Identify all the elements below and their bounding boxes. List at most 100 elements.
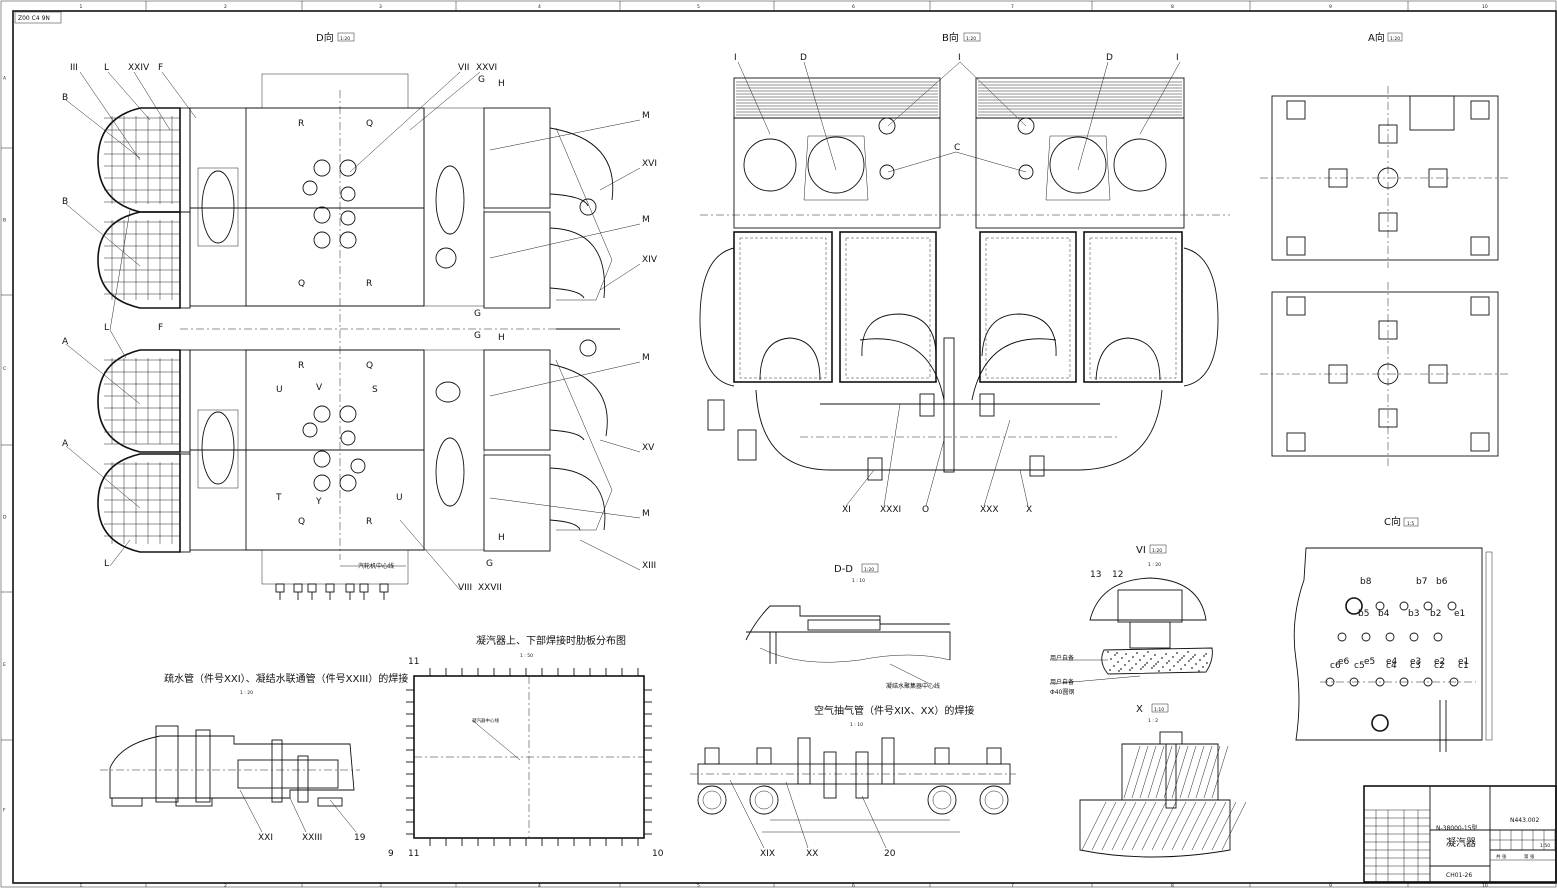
hole-tag: c6 bbox=[1330, 661, 1341, 671]
inner-border bbox=[12, 10, 1557, 884]
part-tag: G bbox=[478, 75, 485, 85]
part-tag: M bbox=[642, 353, 650, 363]
part-tag: A bbox=[62, 337, 69, 347]
col-number: 9 bbox=[1329, 4, 1332, 10]
a-view-title: A向 bbox=[1368, 31, 1385, 44]
air-pipes bbox=[697, 737, 1009, 815]
hole-tag: b2 bbox=[1430, 609, 1441, 619]
col-number: 8 bbox=[1171, 4, 1174, 10]
part-tag: G bbox=[474, 309, 481, 319]
hole-tag: e4 bbox=[1386, 657, 1398, 667]
part-tag: M bbox=[642, 509, 650, 519]
part-tag: R bbox=[298, 361, 304, 371]
hole-tag: e6 bbox=[1338, 657, 1350, 667]
x-title: X bbox=[1136, 704, 1143, 715]
upper-nozzles bbox=[302, 159, 357, 249]
concrete-stipple bbox=[1106, 650, 1209, 673]
part-tag: A bbox=[62, 439, 69, 449]
hole-tag: b6 bbox=[1436, 577, 1448, 587]
part-tag: R bbox=[366, 517, 372, 527]
part-tag: III bbox=[70, 63, 78, 73]
dd-section: D-D 1:20 1 : 10 凝结水聚集器中心线 bbox=[745, 563, 951, 690]
part-tag: 10 bbox=[652, 849, 664, 859]
col-number: 6 bbox=[852, 883, 855, 888]
hole-tag: b5 bbox=[1358, 609, 1369, 619]
part-tag: Q bbox=[366, 361, 373, 371]
rib-ticks bbox=[406, 668, 652, 846]
dd-title: D-D bbox=[834, 564, 853, 575]
dd-sub: 1 : 10 bbox=[852, 578, 865, 584]
part-tag: 11 bbox=[408, 657, 419, 667]
col-number: 7 bbox=[1011, 883, 1014, 888]
c-view-title: C向 bbox=[1384, 515, 1401, 528]
part-tag: 19 bbox=[354, 833, 366, 843]
part-tag: Y bbox=[315, 497, 322, 507]
part-tag: D bbox=[1106, 53, 1113, 63]
b-view-scale: 1:20 bbox=[966, 36, 976, 42]
part-tag: F bbox=[158, 63, 163, 73]
drain-title: 疏水管（件号XXI）、凝结水联通管（件号XXIII）的焊接 bbox=[164, 672, 408, 685]
code-box bbox=[14, 11, 62, 24]
part-tag: H bbox=[498, 333, 505, 343]
model-name: N-38000-15型 bbox=[1436, 824, 1478, 832]
row-letter: E bbox=[3, 662, 6, 668]
col-number: 4 bbox=[538, 4, 541, 10]
drain-sub: 1 : 20 bbox=[240, 690, 253, 696]
hole-tag: c3 bbox=[1410, 661, 1421, 671]
vi-sub: 1 : 20 bbox=[1148, 562, 1161, 568]
part-tag: O bbox=[922, 505, 929, 515]
part-tag: 11 bbox=[408, 849, 419, 859]
x-sub: 1 : 2 bbox=[1148, 718, 1158, 724]
d-view: D向 1:20 bbox=[62, 31, 658, 600]
part-tag: X bbox=[1026, 505, 1032, 515]
steel-bar-note: Φ40圆钢 bbox=[1050, 688, 1074, 696]
col-number: 2 bbox=[224, 4, 227, 10]
revision-grid bbox=[1364, 809, 1556, 882]
part-tag: C bbox=[954, 143, 960, 153]
part-tag: H bbox=[498, 79, 505, 89]
part-tag: 12 bbox=[1112, 570, 1123, 580]
b-view: B向 1:20 bbox=[699, 31, 1230, 515]
part-tag: L bbox=[104, 559, 109, 569]
part-tag: XX bbox=[806, 849, 818, 859]
part-tag: G bbox=[474, 331, 481, 341]
col-number: 10 bbox=[1482, 4, 1488, 10]
a-view-pads bbox=[1286, 100, 1490, 452]
turbine-centerline-note: 汽轮机中心线 bbox=[358, 562, 394, 570]
b-view-title: B向 bbox=[942, 31, 959, 44]
part-tag: Q bbox=[366, 119, 373, 129]
lower-nozzles bbox=[302, 405, 366, 492]
row-letter: B bbox=[3, 218, 6, 224]
part-tag: M bbox=[642, 111, 650, 121]
part-tag: R bbox=[298, 119, 304, 129]
part-tag: XXI bbox=[258, 833, 273, 843]
part-tag: Q bbox=[298, 517, 305, 527]
sheet-count: 共 张 bbox=[1496, 853, 1507, 860]
vi-title: VI bbox=[1136, 545, 1146, 556]
part-tag: VIII bbox=[458, 583, 472, 593]
col-number: 10 bbox=[1482, 883, 1488, 888]
col-number: 5 bbox=[697, 883, 700, 888]
hole-tag: b8 bbox=[1360, 577, 1372, 587]
col-number: 2 bbox=[224, 883, 227, 888]
hole-tag: e3 bbox=[1410, 657, 1421, 667]
part-tag: XXX bbox=[980, 505, 999, 515]
col-number: 1 bbox=[80, 4, 83, 10]
col-number: 7 bbox=[1011, 4, 1014, 10]
d-view-title: D向 bbox=[316, 31, 334, 44]
row-letter: D bbox=[3, 515, 7, 521]
sheet-index: 第 张 bbox=[1524, 853, 1535, 860]
row-letter: A bbox=[3, 76, 7, 82]
part-tag: R bbox=[366, 279, 372, 289]
user-provided-note-2: 用户自备 bbox=[1050, 678, 1074, 686]
water-boxes bbox=[97, 107, 191, 553]
hole-tag: e2 bbox=[1434, 657, 1445, 667]
